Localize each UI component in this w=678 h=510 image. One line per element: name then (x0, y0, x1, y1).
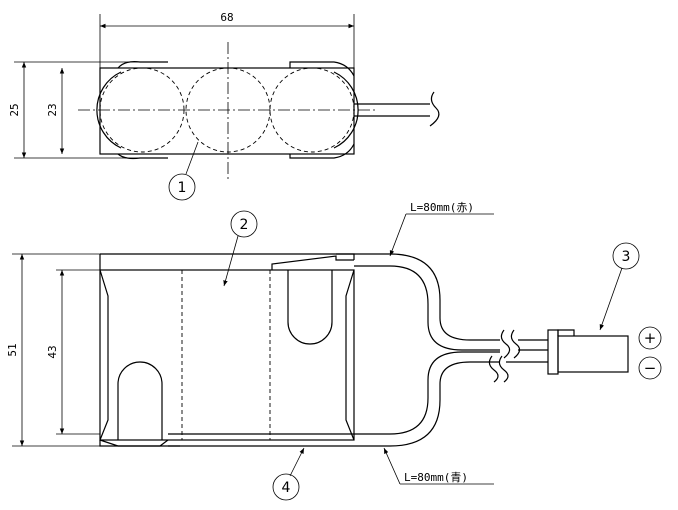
callout-4-label: 4 (282, 480, 291, 496)
negative-terminal-circle (638, 356, 662, 380)
top-outer-height-label: 25 (8, 103, 21, 116)
blue-lead-wire-outer (389, 361, 500, 447)
top-tab-right (289, 61, 355, 77)
lead-break-bottom-right (498, 355, 509, 383)
negative-terminal-label: − (644, 359, 657, 377)
side-right-top-notch (287, 270, 333, 345)
callout-1-circle (168, 173, 196, 201)
side-right-end-cap (345, 269, 355, 441)
connector-latch (557, 329, 575, 336)
callout-1-leader (185, 141, 199, 175)
connector-body (557, 335, 629, 373)
top-width-label: 68 (220, 11, 233, 24)
callout-2-leader (223, 235, 239, 287)
side-sleeve-body (99, 269, 355, 441)
callout-3-label: 3 (622, 249, 631, 265)
top-view: 68 25 23 1 (8, 11, 440, 201)
blue-lead-label-leader (383, 447, 401, 485)
connector-collar (547, 329, 559, 375)
red-lead-label-leader (389, 213, 407, 257)
callout-4-leader (289, 447, 305, 477)
lead-break-lower (510, 329, 521, 359)
blue-lead-wire-inner (389, 351, 500, 435)
top-tab-left (117, 61, 168, 69)
side-pack-outer-outline (99, 253, 355, 447)
side-left-end-cap (99, 269, 109, 441)
red-lead-wire-outer (389, 253, 500, 341)
side-view: 51 43 L=80mm(赤) L=80mm(青) 2 3 4 + − (6, 201, 662, 501)
lead-break-bottom-left (488, 355, 499, 383)
red-lead-label: L=80mm(赤) (410, 201, 474, 214)
positive-terminal-circle (638, 326, 662, 350)
side-inner-height-label: 43 (46, 345, 59, 358)
callout-3-circle (612, 242, 640, 270)
callout-3-leader (599, 267, 623, 331)
side-left-bottom-tab (99, 439, 169, 447)
side-outer-height-label: 51 (6, 343, 19, 356)
callout-1-label: 1 (178, 180, 187, 196)
lead-break-upper (500, 329, 511, 359)
red-lead-wire-inner (389, 265, 500, 351)
top-tab-right-bottom (289, 143, 355, 159)
positive-terminal-label: + (644, 329, 657, 347)
callout-2-label: 2 (240, 217, 249, 233)
side-left-notch (117, 361, 163, 440)
blue-lead-label: L=80mm(青) (404, 471, 468, 484)
callout-2-circle (230, 210, 258, 238)
top-inner-height-label: 23 (46, 103, 59, 116)
callout-4-circle (272, 473, 300, 501)
top-pack-outline (99, 67, 355, 155)
side-right-top-tab (271, 255, 354, 270)
top-cell-left-visible-arc (96, 71, 122, 149)
top-lead-break-symbol (429, 91, 440, 127)
